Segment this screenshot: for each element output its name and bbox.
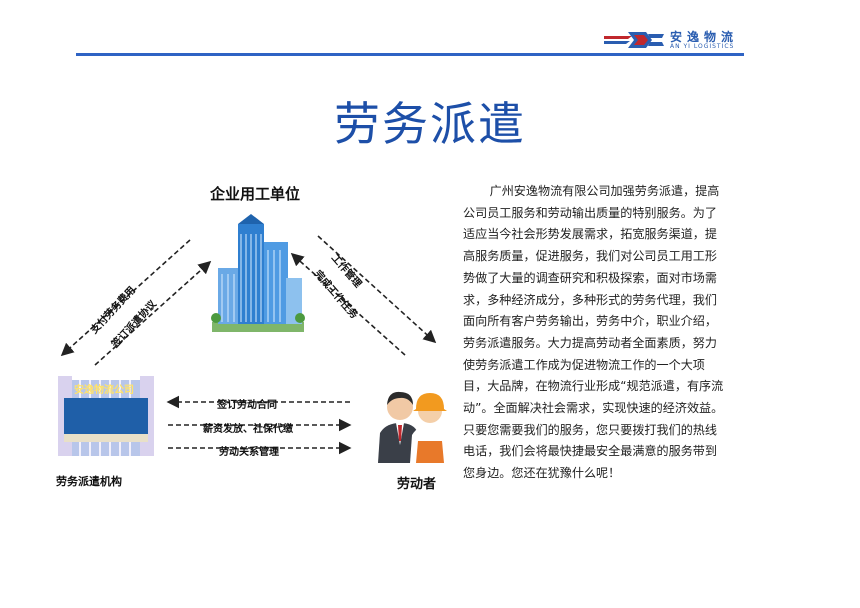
arrow-to-employer-from-worker	[290, 252, 406, 356]
office-building-icon	[211, 214, 305, 332]
workers-icon	[378, 391, 451, 463]
arrow-label-labor-contract: 签订劳动合同	[217, 400, 277, 411]
logo-text-cn: 安逸物流	[670, 30, 739, 44]
agency-sign-en: AN YI LOGIDTICS	[70, 366, 155, 376]
dispatch-relationship-diagram: 企业用工单位 AN YI LOGIDTICS	[40, 170, 470, 510]
worker-label: 劳动者	[397, 477, 437, 492]
header-divider	[76, 53, 744, 56]
agency-label: 劳务派遣机构	[56, 475, 122, 488]
service-description: 广州安逸物流有限公司加强劳务派遣，提高公司员工服务和劳动输出质量的特别服务。为了…	[463, 184, 724, 481]
page-title: 劳务派遣	[334, 97, 526, 151]
agency-sign-cn: 安逸物流公司	[74, 385, 134, 396]
diagram-arrows	[60, 235, 437, 455]
arrow-to-agency	[60, 239, 191, 357]
arrow-label-payroll-insurance: 薪资发放、社保代缴	[203, 424, 293, 435]
agency-building-icon	[58, 376, 154, 456]
arrow-to-employer	[94, 260, 212, 366]
logo-text-en: AN YI LOGISTICS	[670, 43, 735, 50]
employer-label: 企业用工单位	[210, 185, 301, 203]
arrow-label-labor-relations: 劳动关系管理	[219, 447, 279, 458]
company-logo: 安逸物流 AN YI LOGISTICS	[604, 28, 754, 52]
arrow-to-worker	[317, 235, 437, 344]
logo-mark-icon	[604, 32, 664, 48]
